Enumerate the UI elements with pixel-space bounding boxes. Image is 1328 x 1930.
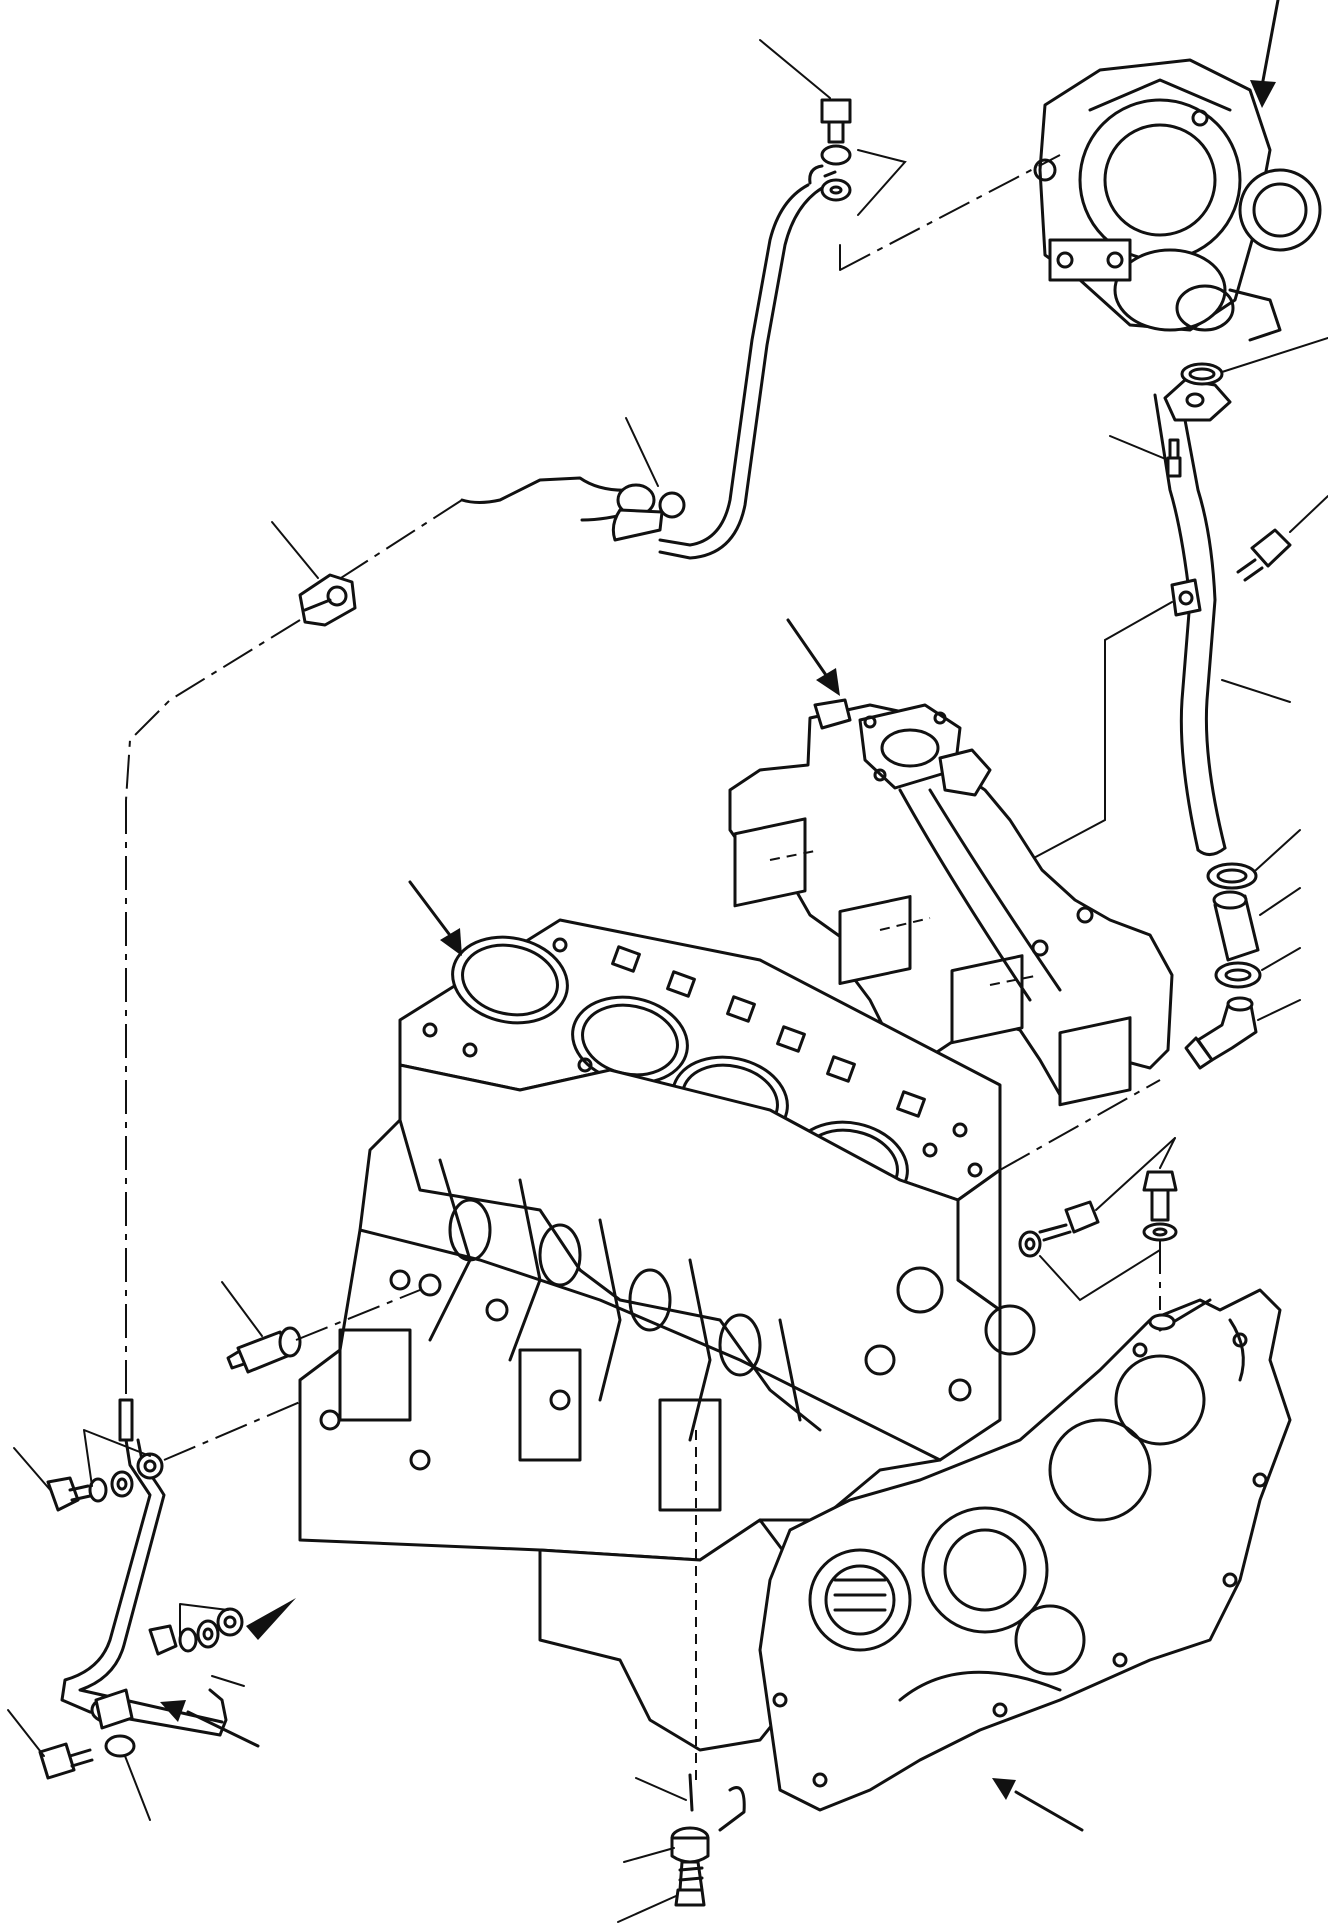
leader-line xyxy=(1261,947,1301,971)
elbow-fitting xyxy=(1184,996,1258,1070)
cylinder-block xyxy=(298,918,1036,1780)
leader-line xyxy=(13,1447,53,1493)
leader-line xyxy=(617,1895,677,1923)
leader-line xyxy=(1255,829,1301,871)
leader-line xyxy=(124,1755,151,1821)
banjo-bolt-lower-left xyxy=(46,1452,164,1512)
centerline xyxy=(999,1079,1161,1171)
leader-line xyxy=(179,1603,229,1637)
drain-pipe-bracket xyxy=(1170,578,1202,617)
leader-line xyxy=(759,39,831,99)
centerline xyxy=(295,1289,421,1341)
leader-line xyxy=(83,1429,151,1487)
pipe-clamp-lower xyxy=(90,1688,136,1758)
pipe-clamp-upper xyxy=(611,483,686,542)
leader-line xyxy=(1029,601,1173,861)
leader-line xyxy=(1159,1137,1176,1169)
bolt-drain-flange xyxy=(1166,438,1182,478)
leader-line xyxy=(1289,495,1328,533)
banjo-bolt-assembly-top xyxy=(808,98,852,202)
hose-clamp-lower xyxy=(1214,961,1262,989)
arrow-turbo xyxy=(1250,0,1280,108)
leader-line xyxy=(211,1675,245,1687)
leader-line xyxy=(1259,887,1301,916)
leader-line xyxy=(1039,1249,1161,1302)
pipe-clamp-middle xyxy=(298,573,357,627)
arrow-indicator xyxy=(246,1598,296,1640)
clamp-bolt xyxy=(38,1742,94,1780)
oil-drain-pipe xyxy=(1153,378,1232,856)
centerline xyxy=(163,1401,301,1461)
hose-clamp-upper xyxy=(1206,862,1258,890)
centerline xyxy=(839,154,1061,271)
turbocharger xyxy=(1033,58,1322,342)
pipe-route-centerline xyxy=(329,499,463,586)
rubber-hose xyxy=(1212,890,1260,962)
bolt-horizontal xyxy=(1018,1200,1100,1258)
leader-line xyxy=(1221,679,1291,703)
pipe-end xyxy=(118,1398,134,1442)
leader-line xyxy=(635,1777,687,1801)
leader-line xyxy=(623,1847,675,1863)
leader-line xyxy=(1257,999,1301,1021)
timing-gear-case xyxy=(758,1288,1292,1812)
arrow-cylinder-block xyxy=(408,880,462,956)
leader-line xyxy=(7,1709,45,1757)
banjo-bolt-lower-right xyxy=(148,1607,244,1656)
bolt-drain-bracket xyxy=(1236,528,1292,582)
pipe-route-centerline xyxy=(125,619,301,801)
oil-feed-pipe xyxy=(460,183,824,560)
piston-cooling-nozzle xyxy=(670,1773,746,1907)
leader-line xyxy=(1095,1137,1176,1211)
leader-line xyxy=(1109,435,1169,461)
leader-line xyxy=(1221,337,1328,373)
o-ring-drain-top xyxy=(1180,362,1224,386)
leader-line xyxy=(221,1281,263,1337)
leader-line xyxy=(857,149,907,216)
arrow-manifold xyxy=(786,618,840,696)
leader-line xyxy=(271,521,319,579)
arrow-lower-pipe xyxy=(160,1700,260,1748)
arrow-gear-case xyxy=(992,1778,1084,1832)
exhaust-manifold xyxy=(728,698,1174,1107)
oil-pipe-lower xyxy=(60,1438,228,1737)
leader-line xyxy=(625,417,659,487)
oil-pressure-switch xyxy=(226,1326,302,1374)
